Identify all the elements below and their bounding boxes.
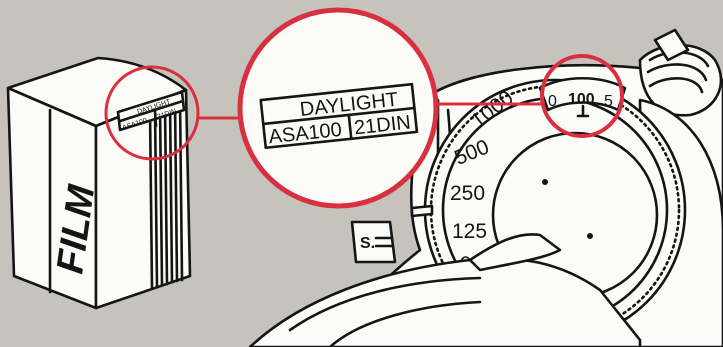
- asa-window-100: 100: [568, 91, 595, 108]
- film-box-side-stripes: [148, 96, 184, 290]
- film-box-highlight-circle: [104, 65, 200, 161]
- asa-window-5: 5: [604, 93, 613, 110]
- speed-250: 250: [450, 182, 485, 205]
- strap-lug: [638, 28, 723, 117]
- wind-lever: [248, 233, 642, 347]
- asa-window: 0 100 5: [538, 76, 627, 118]
- label-magnifier: DAYLIGHT ASA100 21DIN: [237, 7, 439, 209]
- speed-125: 125: [452, 220, 487, 243]
- shutter-index-label: S.: [360, 235, 375, 252]
- shutter-index-plate: S.: [350, 204, 434, 264]
- asa-window-0: 0: [548, 93, 557, 110]
- film-box: FILM DAYLIGHT ASA100 21DIN: [6, 56, 200, 310]
- camera-asa-highlight-circle: [540, 54, 624, 138]
